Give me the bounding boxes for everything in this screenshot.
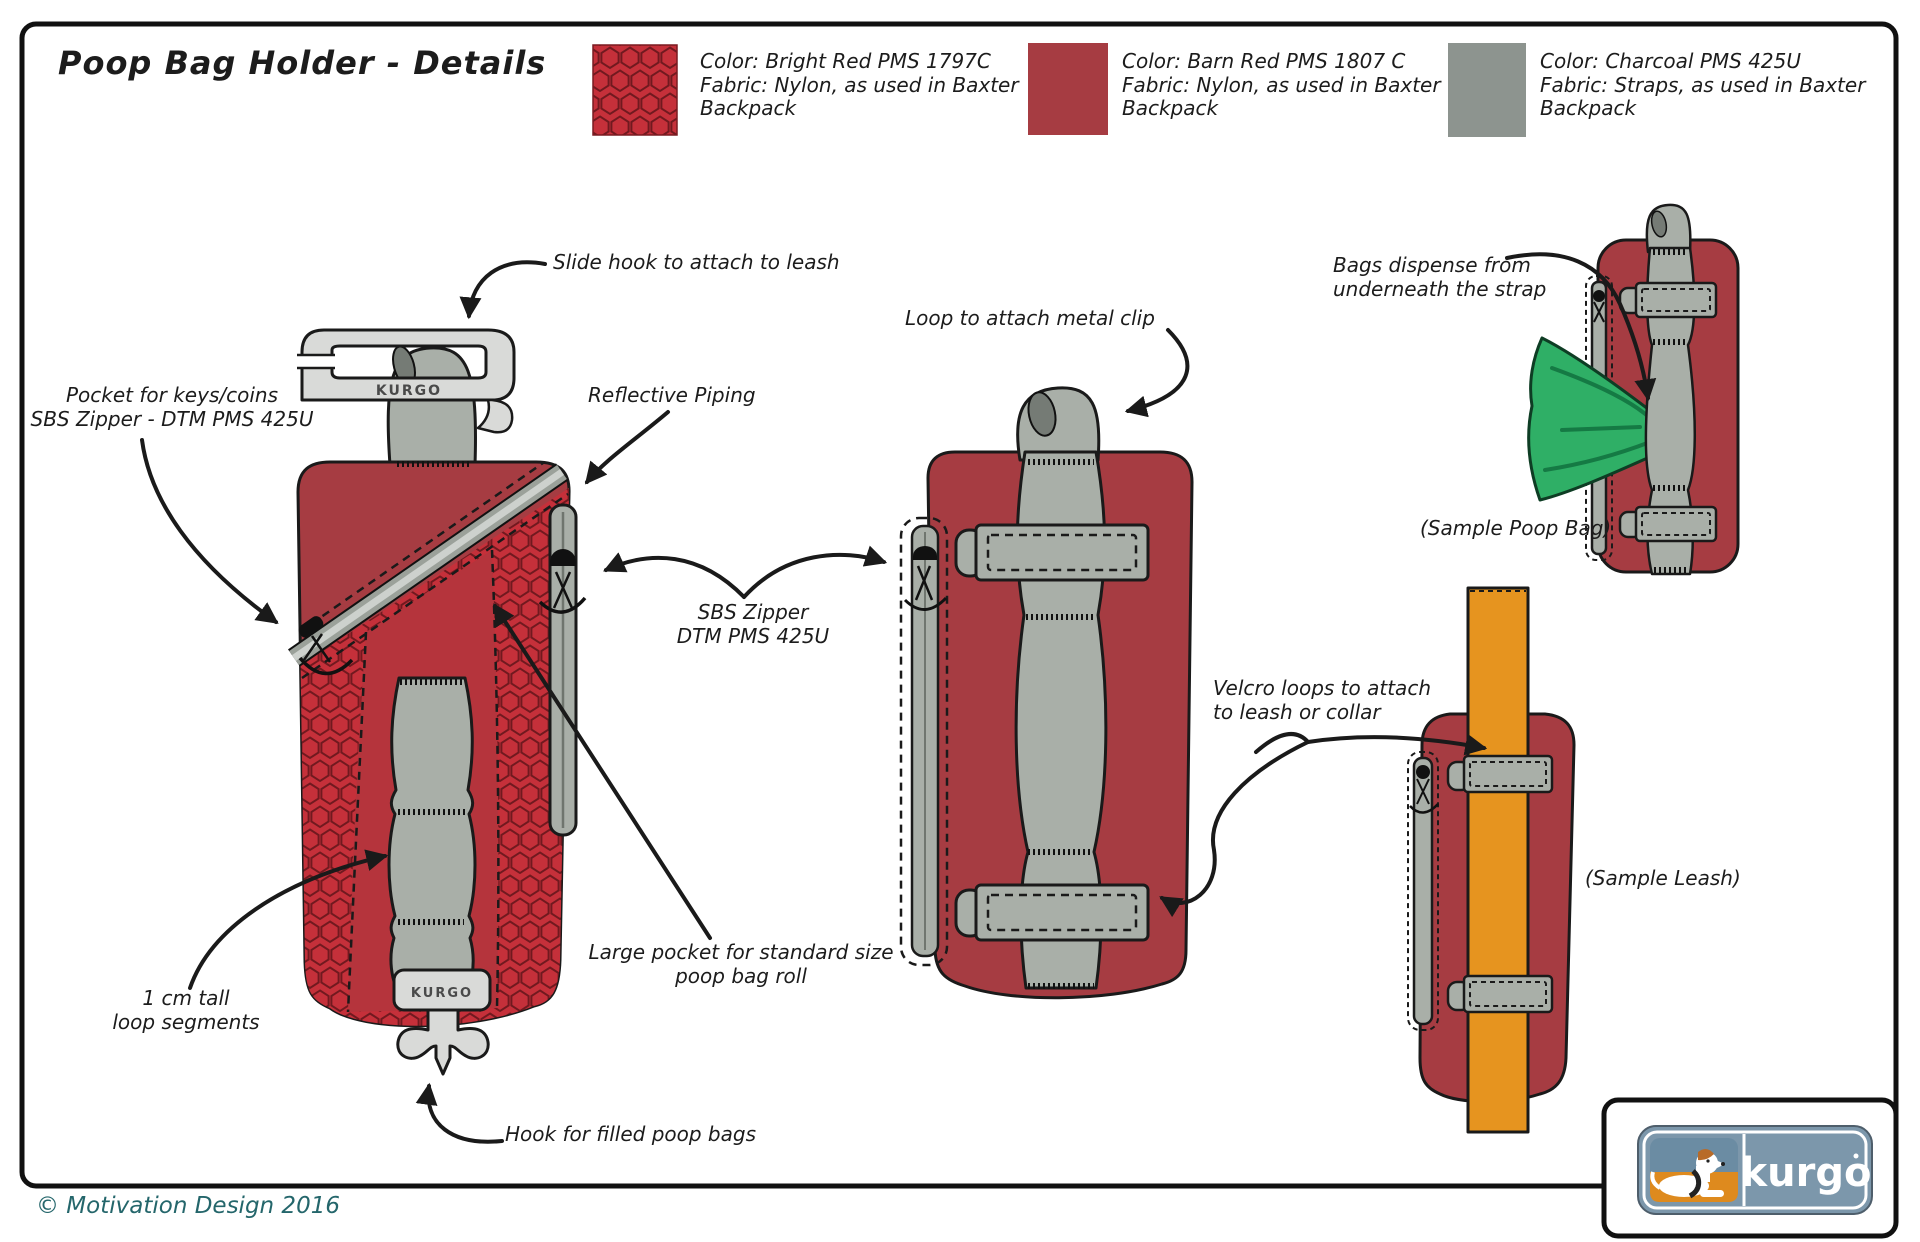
swatch-fabric-line: Fabric: Nylon, as used in Baxter — [700, 72, 1019, 97]
annotation-velcro-loops: Velcro loops to attach to leash or colla… — [1213, 676, 1431, 725]
annotation-arrows — [140, 252, 1657, 1144]
swatch-fabric-line: Backpack — [1540, 96, 1637, 121]
velcro-strap-upper — [954, 523, 1150, 582]
caption-sample-leash: (Sample Leash) — [1585, 866, 1741, 890]
leash-velcro-lower — [1446, 974, 1554, 1014]
caption-sample-poop-bag: (Sample Poop Bag) — [1420, 516, 1612, 540]
copyright-note: © Motivation Design 2016 — [36, 1193, 340, 1219]
annotation-loop-metal-clip: Loop to attach metal clip — [905, 306, 1155, 330]
annotation-line: SBS Zipper - DTM PMS 425U — [30, 407, 314, 432]
kurgo-dog-logo-icon — [1650, 1138, 1738, 1202]
green-poop-bag — [1527, 336, 1654, 502]
swatch-color-line: Color: Charcoal PMS 425U — [1540, 49, 1802, 73]
swatch-color-line: Color: Bright Red PMS 1797C — [700, 49, 991, 73]
page-title: Poop Bag Holder - Details — [58, 44, 547, 82]
back-zipper — [899, 516, 949, 967]
annotation-line: underneath the strap — [1333, 277, 1547, 302]
swatch-barn-red — [1028, 43, 1108, 135]
sample-poop-bag-figure — [1527, 203, 1740, 576]
annotation-slide-hook: Slide hook to attach to leash — [553, 250, 840, 274]
swatch-fabric-line: Backpack — [1122, 96, 1219, 121]
annotation-line: Bags dispense from — [1333, 253, 1531, 277]
leash-velcro-upper — [1446, 754, 1554, 794]
slide-hook-engraving: KURGO — [376, 383, 442, 399]
annotation-line: SBS Zipper — [697, 600, 809, 624]
back-view-figure — [899, 386, 1194, 1000]
annotation-hook-filled-bags: Hook for filled poop bags — [505, 1122, 756, 1146]
annotation-line: loop segments — [112, 1010, 260, 1035]
bottom-hook-engraving: KURGO — [411, 986, 473, 1001]
annotation-pocket-keys: Pocket for keys/coins SBS Zipper - DTM P… — [22, 383, 322, 432]
swatch-caption-bright-red: Color: Bright Red PMS 1797C Fabric: Nylo… — [700, 49, 1019, 121]
slide-hook-tail — [476, 398, 514, 434]
annotation-loop-segments: 1 cm tall loop segments — [86, 986, 286, 1035]
page-border-frame — [19, 21, 1899, 1189]
slide-hook — [300, 328, 516, 402]
bottom-hook: KURGO — [392, 968, 492, 1076]
velcro-strap-lower — [954, 883, 1150, 942]
annotation-bags-dispense: Bags dispense from underneath the strap — [1333, 253, 1546, 302]
annotation-line: DTM PMS 425U — [676, 624, 830, 649]
leash-zipper — [1407, 751, 1439, 1031]
swatch-color-line: Color: Barn Red PMS 1807 C — [1122, 49, 1406, 73]
annotation-line: Velcro loops to attach — [1213, 676, 1431, 700]
swatch-fabric-line: Fabric: Straps, as used in Baxter — [1540, 72, 1866, 97]
annotation-line: 1 cm tall — [142, 986, 230, 1010]
swatch-fabric-line: Backpack — [700, 96, 797, 121]
front-view-figure: KURGO — [288, 328, 587, 1076]
main-pocket-zipper — [538, 503, 587, 837]
swatch-bright-red — [592, 44, 678, 136]
swatch-charcoal — [1448, 43, 1526, 137]
mini-velcro-upper — [1618, 281, 1718, 319]
annotation-line: Large pocket for standard size — [588, 940, 894, 964]
annotation-line: to leash or collar — [1213, 700, 1381, 725]
annotation-sbs-zipper: SBS Zipper DTM PMS 425U — [628, 600, 878, 649]
swatch-caption-barn-red: Color: Barn Red PMS 1807 C Fabric: Nylon… — [1122, 49, 1441, 121]
swatch-fabric-line: Fabric: Nylon, as used in Baxter — [1122, 72, 1441, 97]
kurgo-logo-text: kurgo — [1741, 1150, 1872, 1196]
leash-strap — [1466, 586, 1530, 1134]
annotation-line: poop bag roll — [675, 964, 807, 989]
mini-velcro-lower — [1618, 505, 1718, 543]
logo-box: kurgo — [1601, 1097, 1899, 1239]
mini-strap — [1644, 246, 1697, 576]
annotation-large-pocket: Large pocket for standard size poop bag … — [581, 940, 901, 989]
reflective-piping — [288, 463, 568, 667]
annotation-reflective-piping: Reflective Piping — [588, 383, 756, 407]
keys-pocket-zipper-pull — [298, 616, 354, 676]
annotation-line: Pocket for keys/coins — [65, 383, 278, 407]
swatch-caption-charcoal: Color: Charcoal PMS 425U Fabric: Straps,… — [1540, 49, 1866, 121]
sample-leash-figure — [1407, 586, 1576, 1134]
